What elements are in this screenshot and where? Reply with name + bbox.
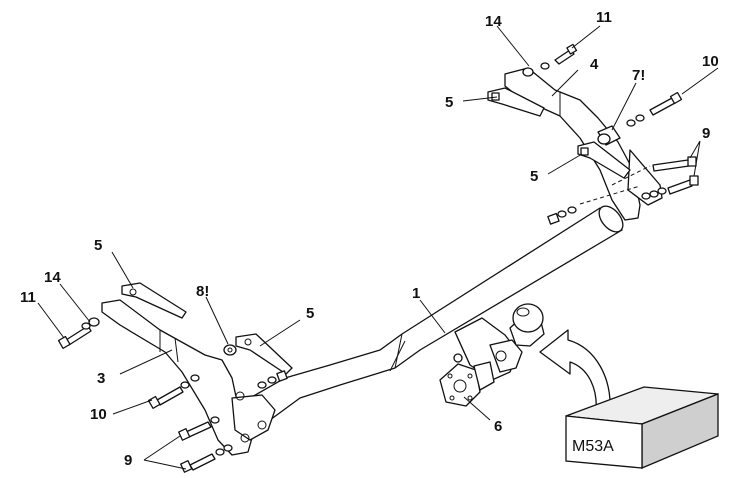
callout-5-mid-right: 5 xyxy=(530,168,538,185)
callout-1: 1 xyxy=(412,285,420,302)
nuts-right xyxy=(547,206,577,225)
callout-5-top-left: 5 xyxy=(94,237,102,254)
callout-9-right: 9 xyxy=(702,125,710,142)
right-spacer-plate xyxy=(487,87,545,117)
left-spacer-plate xyxy=(121,282,187,319)
callout-10-right: 10 xyxy=(702,53,719,70)
right-counter-plate xyxy=(577,141,631,179)
tow-ball-assembly xyxy=(454,303,545,381)
callout-8: 8! xyxy=(196,283,209,300)
mounting-direction-arrow xyxy=(539,329,611,413)
bolts-9-right xyxy=(641,156,699,200)
left-side-bracket xyxy=(101,299,276,456)
bolt-11-left xyxy=(57,317,100,349)
callout-11-left: 11 xyxy=(20,289,36,306)
model-code-box: M53A xyxy=(565,386,719,469)
bolt-10-left xyxy=(147,374,200,409)
callout-10-left: 10 xyxy=(90,406,107,423)
callout-14-left: 14 xyxy=(44,269,61,286)
crossbar-tube xyxy=(249,205,624,421)
callout-11-right: 11 xyxy=(596,9,612,26)
model-code-label: M53A xyxy=(572,438,614,455)
nuts-left xyxy=(257,370,288,389)
callout-3: 3 xyxy=(97,370,105,387)
left-counter-plate xyxy=(235,333,293,375)
callout-9-left: 9 xyxy=(124,452,132,469)
nut-8-left xyxy=(223,344,237,356)
callout-5-top-right: 5 xyxy=(445,94,453,111)
bolt-10-right xyxy=(626,91,683,127)
bolts-9-left xyxy=(178,416,233,473)
callout-4: 4 xyxy=(590,56,599,73)
callout-7: 7! xyxy=(632,67,645,84)
bolt-11-right xyxy=(522,43,578,77)
callout-6: 6 xyxy=(494,418,502,435)
socket-mounting-plate xyxy=(439,353,495,407)
callout-5-mid-left: 5 xyxy=(306,305,314,322)
leader-lines xyxy=(37,25,719,470)
spacer-tube xyxy=(597,125,621,146)
callout-labels: 1 3 4 5 5 5 5 6 7! 8! 9 9 10 10 11 11 14… xyxy=(20,9,719,469)
callout-14-right: 14 xyxy=(485,13,502,30)
